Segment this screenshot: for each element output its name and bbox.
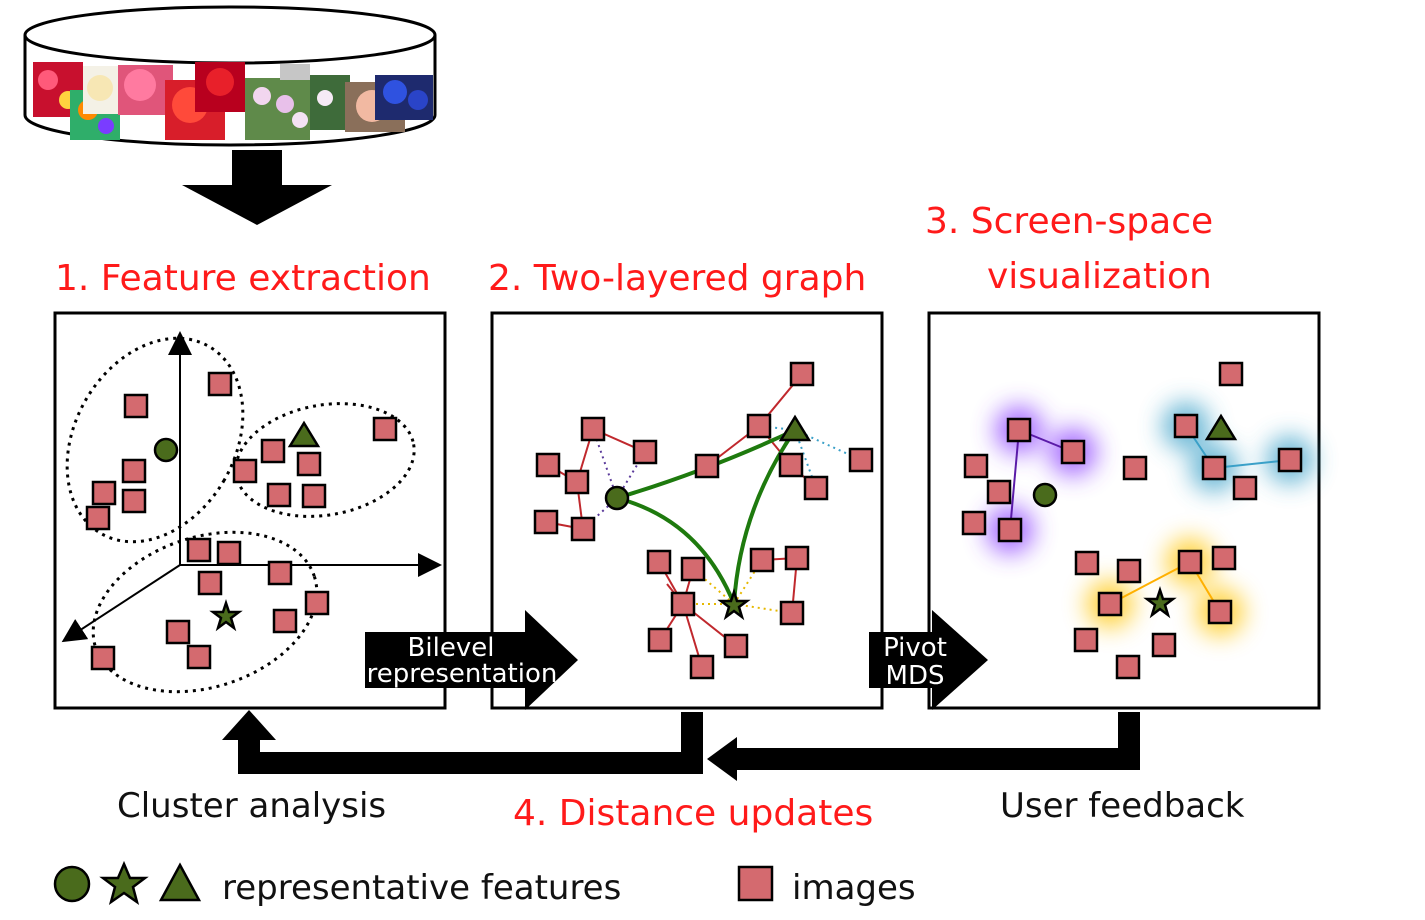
- star-feature-icon: [99, 860, 149, 905]
- user-feedback-label: User feedback: [1000, 786, 1245, 826]
- image-square-icon: [737, 865, 774, 902]
- legend-images-label: images: [792, 868, 916, 908]
- pivot-mds-arrow: Pivot MDS: [869, 610, 988, 710]
- legend: representative features images: [53, 860, 916, 908]
- triangle-feature-icon: [158, 862, 202, 902]
- down-arrow-icon: [182, 150, 332, 225]
- panel-two-layered-graph: [490, 311, 884, 710]
- step4-title: 4. Distance updates: [513, 793, 873, 834]
- step3-title-line2: visualization: [987, 256, 1212, 297]
- bilevel-label-line1: Bilevel: [408, 633, 495, 663]
- circle-feature-icon: [53, 865, 91, 903]
- legend-representative-label: representative features: [222, 868, 621, 908]
- database-cylinder-icon: [23, 5, 437, 147]
- step2-title: 2. Two-layered graph: [488, 258, 866, 299]
- bilevel-label-line2: representation: [367, 659, 558, 689]
- pivot-label-line1: Pivot: [883, 633, 947, 663]
- bilevel-representation-arrow: Bilevel representation: [365, 610, 578, 710]
- flower-thumbnails-icon: [33, 62, 433, 140]
- cluster-analysis-label: Cluster analysis: [117, 786, 386, 826]
- panel-screen-space: [927, 311, 1321, 710]
- pivot-label-line2: MDS: [886, 661, 945, 691]
- feedback-loop-arrows: [222, 710, 1140, 781]
- step1-title: 1. Feature extraction: [55, 258, 431, 299]
- step3-title-line1: 3. Screen-space: [925, 201, 1213, 242]
